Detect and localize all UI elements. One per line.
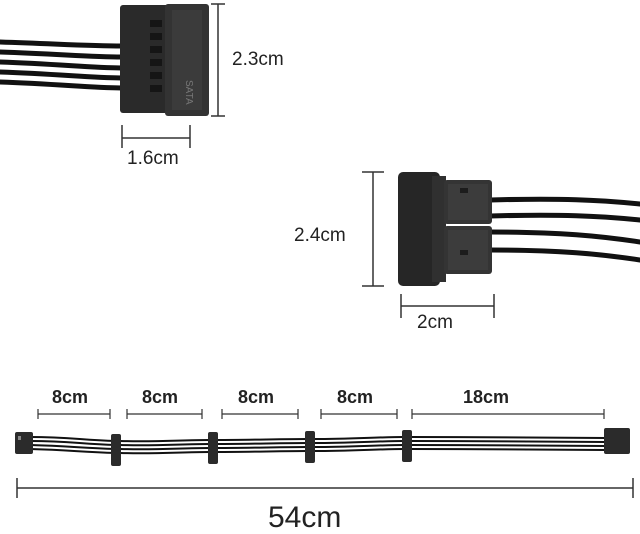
sata-connector xyxy=(120,4,209,116)
molex-cable-wires xyxy=(487,196,640,263)
total-length-label: 54cm xyxy=(268,501,342,534)
segment-dimension-lines xyxy=(37,409,605,419)
sata-cable-wires xyxy=(0,39,125,91)
sata-marking: SATA xyxy=(183,80,194,105)
total-length-dimension xyxy=(16,478,634,498)
molex-width-dimension xyxy=(400,294,495,318)
sata-height-dimension xyxy=(211,3,225,117)
sata-width-label: 1.6cm xyxy=(127,148,179,169)
segment-label-5: 18cm xyxy=(463,387,510,407)
molex-height-label: 2.4cm xyxy=(294,225,346,246)
segment-label-1: 8cm xyxy=(52,387,89,407)
molex-width-label: 2cm xyxy=(417,312,453,333)
segment-label-3: 8cm xyxy=(238,387,275,407)
sata-height-label: 2.3cm xyxy=(232,49,284,70)
molex-connector xyxy=(398,172,492,286)
segment-label-4: 8cm xyxy=(337,387,374,407)
segment-label-2: 8cm xyxy=(142,387,179,407)
cable-connectors xyxy=(15,428,630,466)
daisy-chain-cable xyxy=(29,436,607,455)
molex-height-dimension xyxy=(362,171,384,287)
sata-width-dimension xyxy=(121,125,191,148)
